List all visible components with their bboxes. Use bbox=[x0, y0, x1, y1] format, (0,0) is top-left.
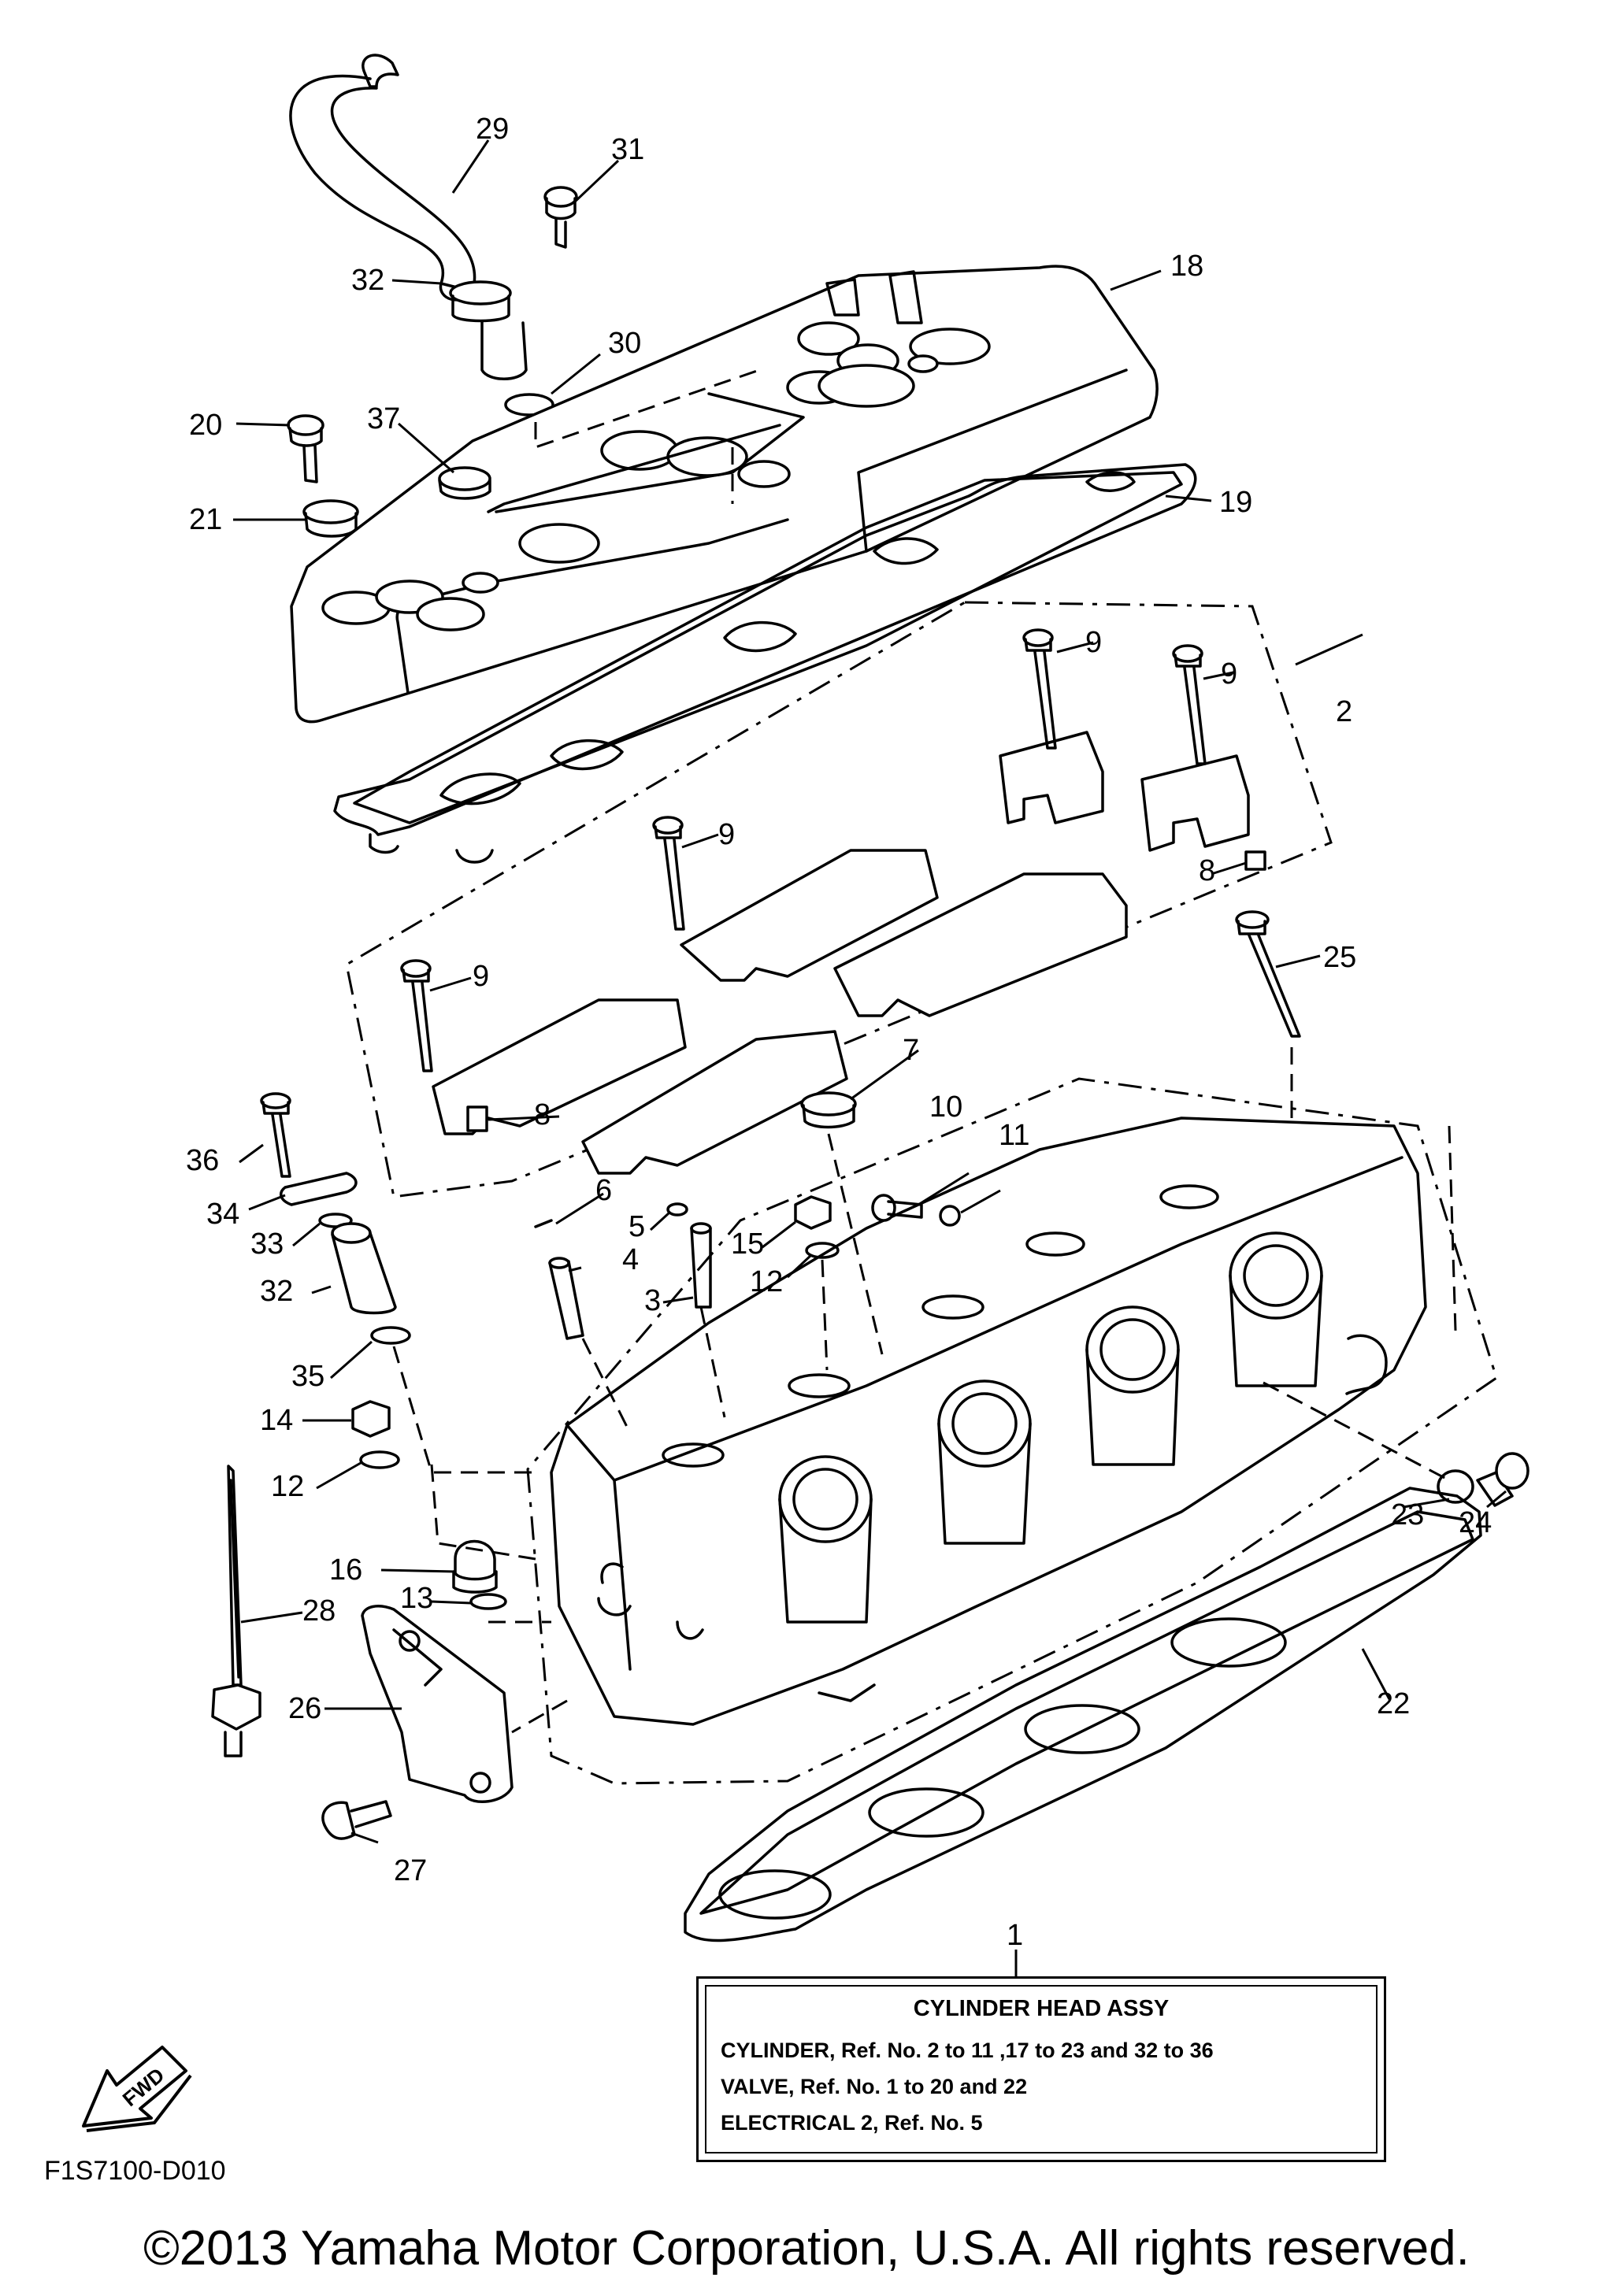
cylinder-head-cover bbox=[290, 265, 1159, 724]
fwd-arrow-icon: FWD bbox=[82, 2046, 192, 2132]
nut-14 bbox=[351, 1400, 391, 1438]
callout-33: 33 bbox=[250, 1228, 284, 1261]
bolt-9-c bbox=[652, 816, 685, 931]
note-line-valve: VALVE, Ref. No. 1 to 20 and 22 bbox=[721, 2075, 1028, 2098]
callout-24: 25 bbox=[1323, 941, 1356, 974]
callout-34: 34 bbox=[206, 1198, 239, 1231]
washer-22 bbox=[1437, 1469, 1474, 1504]
bolt-9-d bbox=[400, 959, 433, 1072]
callout-1: 1 bbox=[1007, 1919, 1023, 1952]
washer-12-b bbox=[359, 1450, 400, 1469]
bolt-24 bbox=[1235, 910, 1301, 1038]
nut-15 bbox=[794, 1195, 832, 1230]
callout-32: 32 bbox=[260, 1275, 293, 1308]
callout-19: 20 bbox=[189, 409, 222, 442]
copyright-notice: ©2013 Yamaha Motor Corporation, U.S.A. A… bbox=[143, 2221, 1470, 2276]
o-ring-29 bbox=[504, 393, 554, 417]
callout-8-a: 8 bbox=[1199, 854, 1215, 887]
note-line-cylinder: CYLINDER, Ref. No. 2 to 11 ,17 to 23 and… bbox=[721, 2039, 1214, 2062]
cable-tie-27 bbox=[211, 1465, 261, 1757]
callout-11: 11 bbox=[999, 1119, 1029, 1152]
callout-26: 27 bbox=[394, 1854, 427, 1887]
bolt-19 bbox=[287, 414, 324, 483]
note-inner-frame: CYLINDER HEAD ASSY CYLINDER, Ref. No. 2 … bbox=[705, 1985, 1378, 2153]
cap-nut-16 bbox=[452, 1539, 498, 1594]
callout-35: 35 bbox=[291, 1360, 324, 1393]
callout-4: 4 bbox=[622, 1243, 639, 1276]
note-title: CYLINDER HEAD ASSY bbox=[913, 1996, 1170, 2021]
plate-34 bbox=[280, 1172, 358, 1206]
plug-bolt-23 bbox=[1476, 1452, 1530, 1507]
camshaft-cap-box bbox=[345, 601, 1333, 1198]
callout-labels: 29 31 32 30 18 19 20 37 21 2 9 9 8 9 25 … bbox=[186, 113, 1492, 1952]
bolt-10 bbox=[871, 1194, 923, 1222]
callout-7: 7 bbox=[903, 1034, 919, 1067]
callout-16: 16 bbox=[329, 1554, 362, 1587]
grommet-20 bbox=[302, 499, 359, 538]
callout-9-a: 9 bbox=[1085, 626, 1102, 659]
callout-31: 32 bbox=[351, 264, 384, 297]
callout-28: 29 bbox=[476, 113, 509, 146]
callout-6: 6 bbox=[595, 1174, 612, 1207]
forward-direction-badge: FWD bbox=[76, 2039, 202, 2142]
dowel-8-a bbox=[1244, 850, 1266, 871]
callout-15: 15 bbox=[731, 1228, 764, 1261]
callout-12-a: 12 bbox=[750, 1265, 783, 1298]
callout-10: 10 bbox=[929, 1091, 962, 1124]
callout-2: 2 bbox=[1336, 695, 1352, 728]
note-line-electrical: ELECTRICAL 2, Ref. No. 5 bbox=[721, 2111, 983, 2135]
callout-20: 21 bbox=[189, 503, 222, 536]
bolt-26 bbox=[321, 1800, 392, 1840]
cylinder-head-box bbox=[526, 1077, 1498, 1785]
breather-hose bbox=[289, 54, 528, 380]
bolt-30 bbox=[543, 186, 578, 249]
plug-37 bbox=[438, 466, 491, 500]
oil-seal-7 bbox=[800, 1091, 857, 1129]
dowel-8-b bbox=[466, 1105, 488, 1132]
callout-8-b: 8 bbox=[534, 1098, 551, 1131]
callout-9-b: 9 bbox=[1221, 657, 1237, 691]
callout-9-c: 9 bbox=[718, 818, 735, 851]
callout-3: 3 bbox=[644, 1284, 661, 1317]
diagram-code: F1S7100-D010 bbox=[44, 2156, 226, 2186]
bracket-25 bbox=[361, 1605, 514, 1803]
callout-17: 18 bbox=[1170, 250, 1203, 283]
connector-lines bbox=[392, 368, 1457, 1734]
cap-32 bbox=[331, 1222, 397, 1315]
bolt-9-a bbox=[1022, 628, 1057, 750]
callout-25: 26 bbox=[288, 1692, 321, 1725]
callout-21: 22 bbox=[1377, 1687, 1410, 1720]
washer-12-a bbox=[805, 1242, 840, 1259]
callout-36: 36 bbox=[186, 1144, 219, 1177]
cylinder-head bbox=[550, 1117, 1427, 1726]
callout-13: 13 bbox=[400, 1582, 433, 1615]
callout-27: 28 bbox=[302, 1594, 336, 1628]
valve-guide-4 bbox=[548, 1257, 584, 1340]
callout-5: 5 bbox=[629, 1210, 645, 1243]
seal-6 bbox=[534, 1219, 553, 1228]
callout-22: 23 bbox=[1391, 1498, 1424, 1531]
callout-12-b: 12 bbox=[271, 1470, 304, 1503]
camshaft-caps bbox=[432, 731, 1250, 1175]
bolt-36 bbox=[260, 1092, 291, 1178]
leader-lines bbox=[233, 139, 1507, 1978]
callout-37: 37 bbox=[367, 402, 400, 435]
washer-13 bbox=[469, 1593, 507, 1610]
washer-11 bbox=[939, 1205, 961, 1227]
head-gasket-21 bbox=[684, 1487, 1482, 1942]
cover-gasket bbox=[333, 463, 1197, 864]
assembly-note-box: CYLINDER HEAD ASSY CYLINDER, Ref. No. 2 … bbox=[696, 1976, 1386, 2162]
callout-30: 31 bbox=[611, 133, 644, 166]
valve-guide-3 bbox=[690, 1222, 712, 1309]
callout-18: 19 bbox=[1219, 486, 1252, 519]
callout-29: 30 bbox=[608, 327, 641, 360]
callout-9-d: 9 bbox=[473, 960, 489, 993]
bolt-9-b bbox=[1172, 644, 1207, 765]
callout-23: 24 bbox=[1459, 1506, 1492, 1539]
callout-14: 14 bbox=[260, 1404, 293, 1437]
o-ring-35 bbox=[370, 1326, 411, 1345]
clip-5 bbox=[666, 1202, 688, 1217]
